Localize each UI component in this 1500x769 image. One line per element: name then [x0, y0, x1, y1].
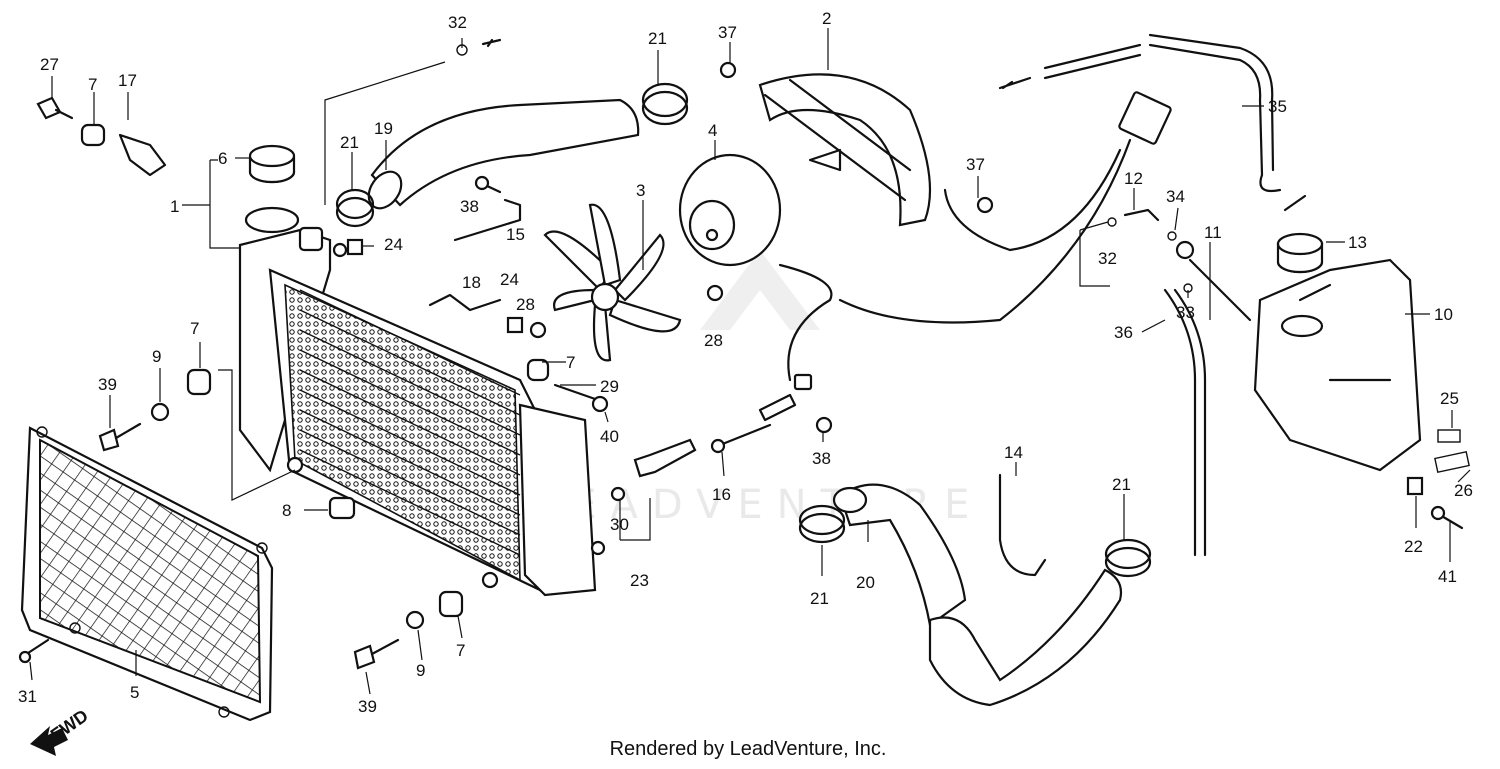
callout-14: 14	[1004, 443, 1023, 462]
fan-motor	[678, 153, 782, 267]
upper-hose	[367, 98, 640, 210]
callout-30: 30	[610, 515, 629, 534]
callout-21-lower: 21	[810, 589, 829, 608]
overflow-tube	[1163, 288, 1207, 557]
callout-32-right: 32	[1098, 249, 1117, 268]
callout-7-upper: 7	[88, 75, 97, 94]
lower-hose	[832, 483, 1123, 707]
reserve-tank	[1253, 258, 1422, 472]
callout-26: 26	[1454, 481, 1473, 500]
callout-3: 3	[636, 181, 645, 200]
callout-38-upper: 38	[460, 197, 479, 216]
callout-36: 36	[1114, 323, 1133, 342]
leader-lines	[29, 28, 1471, 695]
siphon-tube	[1043, 33, 1282, 193]
callout-8: 8	[282, 501, 291, 520]
callout-9-upper: 9	[152, 347, 161, 366]
callout-25: 25	[1440, 389, 1459, 408]
callout-35: 35	[1268, 97, 1287, 116]
credit-line: Rendered by LeadVenture, Inc.	[0, 738, 1500, 761]
callout-37-right: 37	[966, 155, 985, 174]
callout-41: 41	[1438, 567, 1457, 586]
hose-clamp-lower-left	[798, 504, 846, 544]
fan-shroud	[758, 73, 932, 227]
callout-28-left: 28	[516, 295, 535, 314]
hose-clamp-upper	[641, 82, 689, 126]
callout-6: 6	[218, 149, 227, 168]
callout-38-lower: 38	[812, 449, 831, 468]
callout-15: 15	[506, 225, 525, 244]
callout-21-top: 21	[648, 29, 667, 48]
callout-22: 22	[1404, 537, 1423, 556]
callout-21-right: 21	[1112, 475, 1131, 494]
callout-13: 13	[1348, 233, 1367, 252]
radiator	[238, 206, 606, 597]
callout-39-lower: 39	[358, 697, 377, 716]
callout-31: 31	[18, 687, 37, 706]
callout-27: 27	[40, 55, 59, 74]
callout-10: 10	[1434, 305, 1453, 324]
fan-blade	[543, 203, 682, 362]
reserve-tube	[1175, 240, 1252, 322]
callout-7-left: 7	[190, 319, 199, 338]
flow-arrows	[481, 38, 1307, 212]
callout-9-lower: 9	[416, 661, 425, 680]
radiator-grille	[20, 426, 274, 722]
callouts: 27 7 17 6 1 32 21 19 21 24 38 15 37 2 4 …	[18, 9, 1473, 716]
callout-23: 23	[630, 571, 649, 590]
callout-39-upper: 39	[98, 375, 117, 394]
callout-34: 34	[1166, 187, 1185, 206]
callout-21-inlet: 21	[340, 133, 359, 152]
radiator-cap	[248, 144, 296, 184]
reserve-tank-cap	[1276, 232, 1324, 274]
hose-clamp-inlet	[335, 188, 375, 228]
hardware	[18, 44, 1470, 670]
callout-5: 5	[130, 683, 139, 702]
callout-16: 16	[712, 485, 731, 504]
callout-18: 18	[462, 273, 481, 292]
credit-text: Rendered by LeadVenture, Inc.	[609, 738, 887, 760]
callout-11: 11	[1204, 223, 1222, 242]
fan-wiring	[758, 91, 1172, 422]
callout-1: 1	[170, 197, 179, 216]
callout-7-lower: 7	[456, 641, 465, 660]
callout-4: 4	[708, 121, 717, 140]
callout-19: 19	[374, 119, 393, 138]
callout-12: 12	[1124, 169, 1143, 188]
callout-37-top: 37	[718, 23, 737, 42]
callout-2: 2	[822, 9, 831, 28]
hose-clamp-lower-right	[1104, 538, 1152, 578]
callout-40: 40	[600, 427, 619, 446]
callout-7-mid: 7	[566, 353, 575, 372]
callout-17: 17	[118, 71, 137, 90]
callout-29: 29	[600, 377, 619, 396]
callout-28-right: 28	[704, 331, 723, 350]
callout-20: 20	[856, 573, 875, 592]
callout-32-top: 32	[448, 13, 467, 32]
callout-24-upper: 24	[384, 235, 403, 254]
callout-24-mid: 24	[500, 270, 519, 289]
callout-33: 33	[1176, 303, 1195, 322]
